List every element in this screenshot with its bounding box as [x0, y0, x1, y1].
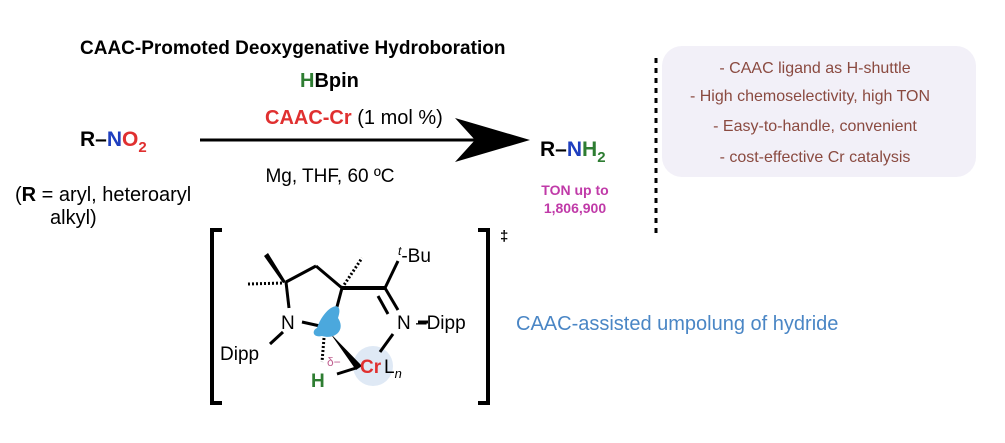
dipp-right: –Dipp [416, 313, 466, 334]
right-bracket [478, 228, 490, 405]
feature-item: - cost-effective Cr catalysis [720, 149, 911, 166]
n-left: N [281, 313, 295, 334]
substrate-formula: R–NO2 [80, 128, 147, 156]
feature-item: - Easy-to-handle, convenient [713, 118, 917, 135]
tbu-label: t-Bu [398, 244, 431, 267]
scope-line-2: alkyl) [50, 207, 97, 229]
catalyst-loading: (1 mol %) [352, 107, 443, 129]
reagent-bpin: Bpin [314, 70, 358, 92]
ton-line-2: 1,806,900 [544, 200, 606, 216]
bonds [268, 260, 428, 376]
cr-highlight [353, 346, 393, 386]
reaction-arrow [200, 118, 530, 162]
umpolung-caption: CAAC-assisted umpolung of hydride [516, 313, 838, 335]
transition-state-structure: ‡ N Dipp N –Dipp t-Bu [210, 228, 508, 405]
delta-minus: δ− [327, 355, 341, 369]
features-list: - CAAC ligand as H-shuttle - High chemos… [690, 60, 930, 166]
catalyst-name: CAAC-Cr [265, 107, 352, 129]
ln-label: Ln [384, 357, 402, 381]
left-bracket [210, 228, 222, 405]
reagent-hbpin: HBpin [300, 70, 359, 92]
conditions: Mg, THF, 60 ºC [265, 166, 394, 187]
reagent-h: H [300, 70, 314, 92]
feature-item: - CAAC ligand as H-shuttle [719, 60, 910, 77]
n-right: N [397, 313, 411, 334]
dipp-left: Dipp [220, 344, 259, 365]
double-dagger: ‡ [500, 228, 508, 245]
scheme-title: CAAC-Promoted Deoxygenative Hydroboratio… [80, 38, 505, 59]
hydride-h: H [311, 371, 325, 392]
orbital-lobe [313, 306, 341, 337]
features-box [662, 46, 976, 177]
cr-label: Cr [360, 357, 382, 378]
scope-line-1: (R = aryl, heteroaryl [15, 184, 191, 206]
ton-line-1: TON up to [541, 182, 608, 198]
catalyst-label: CAAC-Cr (1 mol %) [265, 107, 443, 129]
product-formula: R–NH2 [540, 138, 606, 166]
feature-item: - High chemoselectivity, high TON [690, 88, 930, 105]
